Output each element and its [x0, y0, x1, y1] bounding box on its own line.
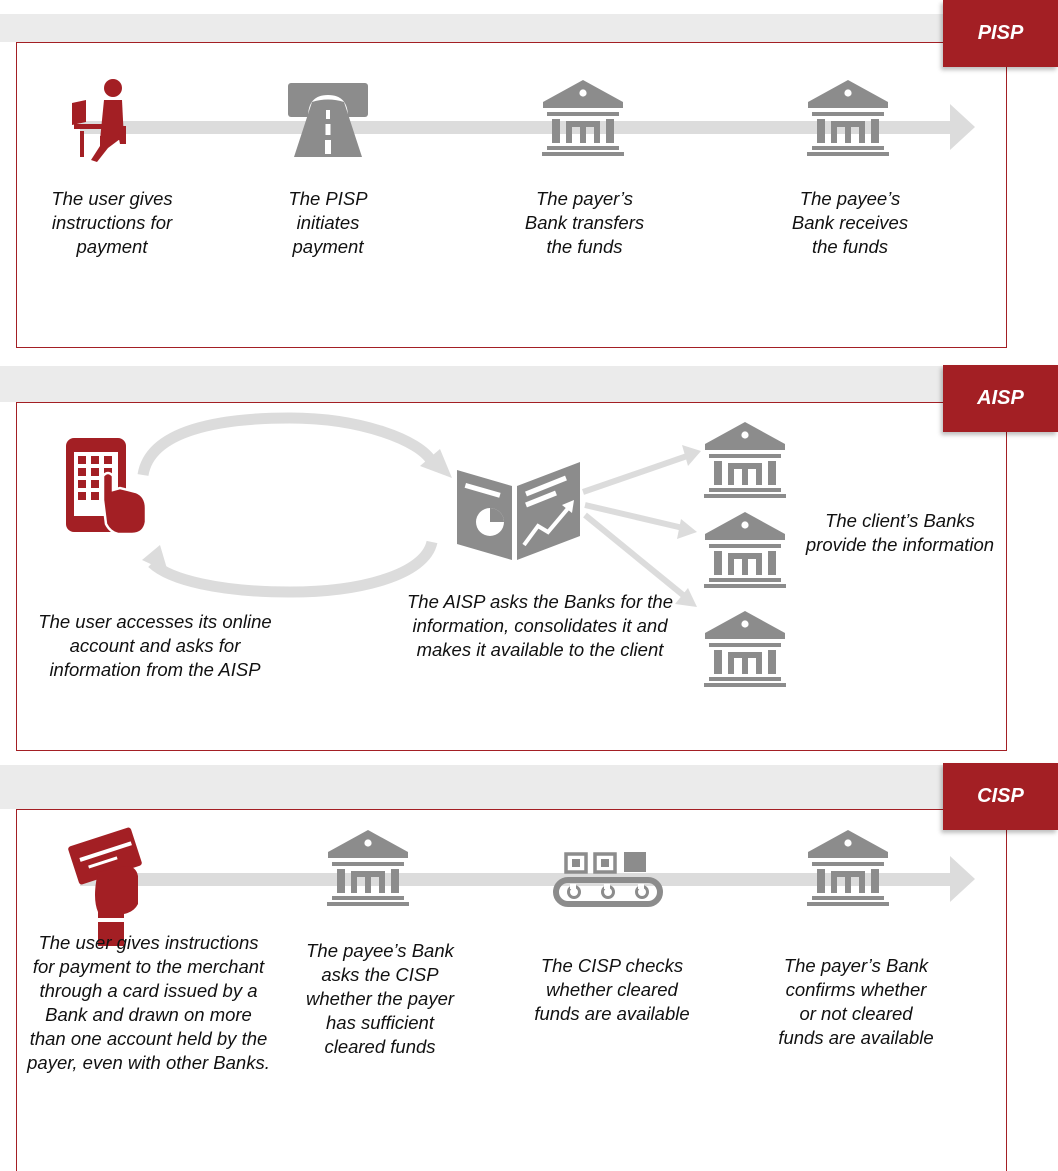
cisp-step-1-label: The user gives instructions for payment … [27, 932, 270, 1073]
pisp-step-1-label: The user gives instructions for payment [51, 188, 173, 257]
aisp-banks-label: The client’s Banks provide the informati… [805, 510, 995, 555]
cisp-band [0, 765, 1058, 809]
user-laptop-icon [72, 79, 126, 162]
pisp-step-4-label: The payee’s Bank receives the funds [791, 188, 909, 257]
pisp-step-3-label: The payer’s Bank transfers the funds [524, 188, 645, 257]
fan-arrowheads [675, 445, 701, 607]
bank-icon [542, 80, 624, 156]
cycle-arrows [137, 412, 438, 598]
pisp-step-2-label: The PISP initiates payment [288, 188, 368, 257]
tab-pisp: PISP [943, 0, 1058, 67]
payment-road-icon [288, 83, 368, 157]
report-brochure-icon [457, 462, 580, 560]
cycle-arrowhead-left [142, 545, 168, 572]
tablet-touch-icon [66, 438, 148, 536]
aisp-provider-label: The AISP asks the Banks for the informat… [407, 591, 673, 660]
cisp-panel [16, 809, 1007, 1171]
pisp-band [0, 14, 1058, 42]
cycle-arrowhead-right [420, 449, 452, 478]
bank-icon [807, 830, 889, 906]
cisp-flow-line [80, 856, 975, 902]
bank-icon [807, 80, 889, 156]
cisp-step-4-label: The payer’s Bank confirms whether or not… [778, 955, 934, 1048]
bank-icon [704, 512, 786, 588]
cisp-step-3-label: The CISP checks whether cleared funds ar… [534, 955, 690, 1024]
conveyor-belt-icon [553, 852, 663, 907]
hand-card-icon [68, 827, 142, 946]
bank-icon [327, 830, 409, 906]
bank-icon [704, 611, 786, 687]
aisp-band [0, 366, 1058, 402]
tab-aisp: AISP [943, 365, 1058, 432]
tab-cisp: CISP [943, 763, 1058, 830]
fan-arrows [582, 452, 691, 598]
aisp-user-label: The user accesses its online account and… [38, 611, 272, 680]
pisp-flow-line [80, 104, 975, 150]
cisp-step-2-label: The payee’s Bank asks the CISP whether t… [305, 940, 455, 1057]
bank-icon [704, 422, 786, 498]
